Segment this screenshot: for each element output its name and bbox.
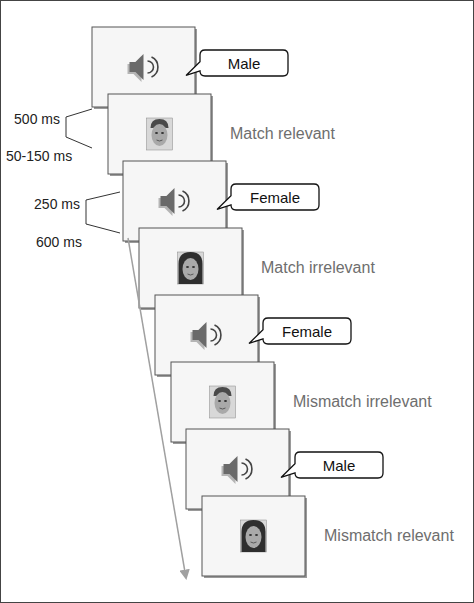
speaker-icon — [128, 54, 158, 82]
face-photo — [147, 118, 173, 150]
bubble-text: Male — [228, 56, 261, 71]
bubble-text: Female — [282, 324, 332, 339]
face-photo — [178, 252, 204, 284]
speech-bubble: Female — [231, 184, 319, 210]
speaker-icon — [222, 456, 252, 484]
condition-label: Mismatch irrelevant — [293, 393, 432, 411]
bubble-text: Female — [250, 190, 300, 205]
duration-label: 600 ms — [36, 235, 82, 250]
condition-label: Match relevant — [230, 125, 335, 143]
stimulus-frame — [202, 496, 307, 578]
condition-label: Mismatch relevant — [324, 527, 454, 545]
bubble-text: Male — [323, 458, 356, 473]
speaker-icon — [191, 322, 221, 350]
face-photo — [241, 520, 267, 552]
duration-label: 500 ms — [14, 112, 60, 127]
speech-bubble: Male — [200, 50, 288, 76]
duration-label: 250 ms — [34, 197, 80, 212]
stimulus-frames — [92, 27, 307, 578]
duration-label: 50-150 ms — [6, 149, 72, 164]
speech-bubble: Male — [295, 452, 383, 478]
face-photo — [210, 386, 236, 418]
condition-label: Match irrelevant — [261, 259, 375, 277]
speaker-icon — [159, 188, 189, 216]
frame-screen — [202, 496, 305, 576]
time-arrow — [128, 238, 186, 578]
timing-bracket — [86, 192, 120, 233]
speech-bubble: Female — [263, 318, 351, 344]
timing-bracket — [66, 109, 92, 148]
